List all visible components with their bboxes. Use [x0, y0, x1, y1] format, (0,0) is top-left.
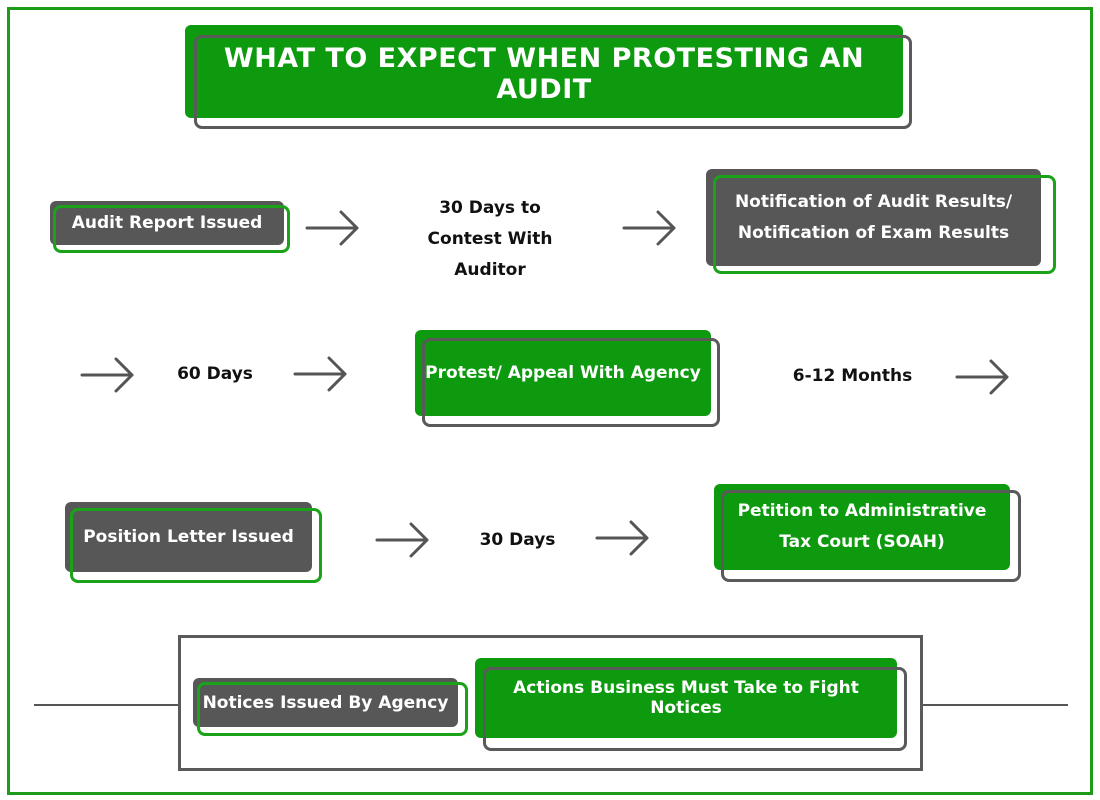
protest-label: Protest/ Appeal With Agency — [415, 330, 711, 416]
title-banner: WHAT TO EXPECT WHEN PROTESTING AN AUDIT — [185, 25, 912, 129]
legend-notices-box: Notices Issued By Agency — [193, 678, 468, 736]
notification-line-1: Notification of Audit Results/ — [734, 191, 1013, 212]
outer-frame — [7, 7, 1093, 795]
sixty-days-label: 60 Days — [177, 364, 253, 384]
petition-box: Petition to Administrative Tax Court (SO… — [714, 484, 1021, 582]
arrow-right-icon — [80, 355, 138, 395]
arrow-right-icon — [293, 354, 351, 394]
arrow-right-icon — [305, 208, 363, 248]
arrow-right-icon — [595, 518, 653, 558]
audit-report-box: Audit Report Issued — [50, 201, 290, 253]
audit-report-label: Audit Report Issued — [50, 201, 284, 245]
legend-actions-label: Actions Business Must Take to Fight Noti… — [475, 658, 897, 738]
position-letter-box: Position Letter Issued — [65, 502, 322, 583]
contest-line-2: Contest With Auditor — [427, 229, 553, 280]
arrow-right-icon — [375, 520, 433, 560]
contest-period-label: 30 Days to Contest With Auditor — [390, 193, 590, 286]
notification-line-2: Notification of Exam Results — [737, 222, 1010, 243]
legend-line-left — [34, 704, 180, 706]
thirty-days-label: 30 Days — [479, 530, 556, 550]
legend-notices-label: Notices Issued By Agency — [193, 678, 458, 727]
petition-line-2: Tax Court (SOAH) — [779, 532, 945, 552]
six-twelve-months-label: 6-12 Months — [792, 366, 913, 386]
page-title: WHAT TO EXPECT WHEN PROTESTING AN AUDIT — [185, 25, 903, 118]
arrow-right-icon — [622, 208, 680, 248]
petition-line-1: Petition to Administrative — [737, 501, 987, 521]
notification-box: Notification of Audit Results/ Notificat… — [706, 169, 1056, 274]
protest-box: Protest/ Appeal With Agency — [415, 330, 720, 427]
petition-label: Petition to Administrative Tax Court (SO… — [714, 484, 1010, 570]
notification-label: Notification of Audit Results/ Notificat… — [706, 169, 1041, 266]
legend-line-right — [922, 704, 1068, 706]
contest-line-1: 30 Days to — [439, 198, 541, 218]
legend-actions-box: Actions Business Must Take to Fight Noti… — [475, 658, 907, 751]
position-letter-label: Position Letter Issued — [65, 502, 312, 572]
arrow-right-icon — [955, 357, 1013, 397]
